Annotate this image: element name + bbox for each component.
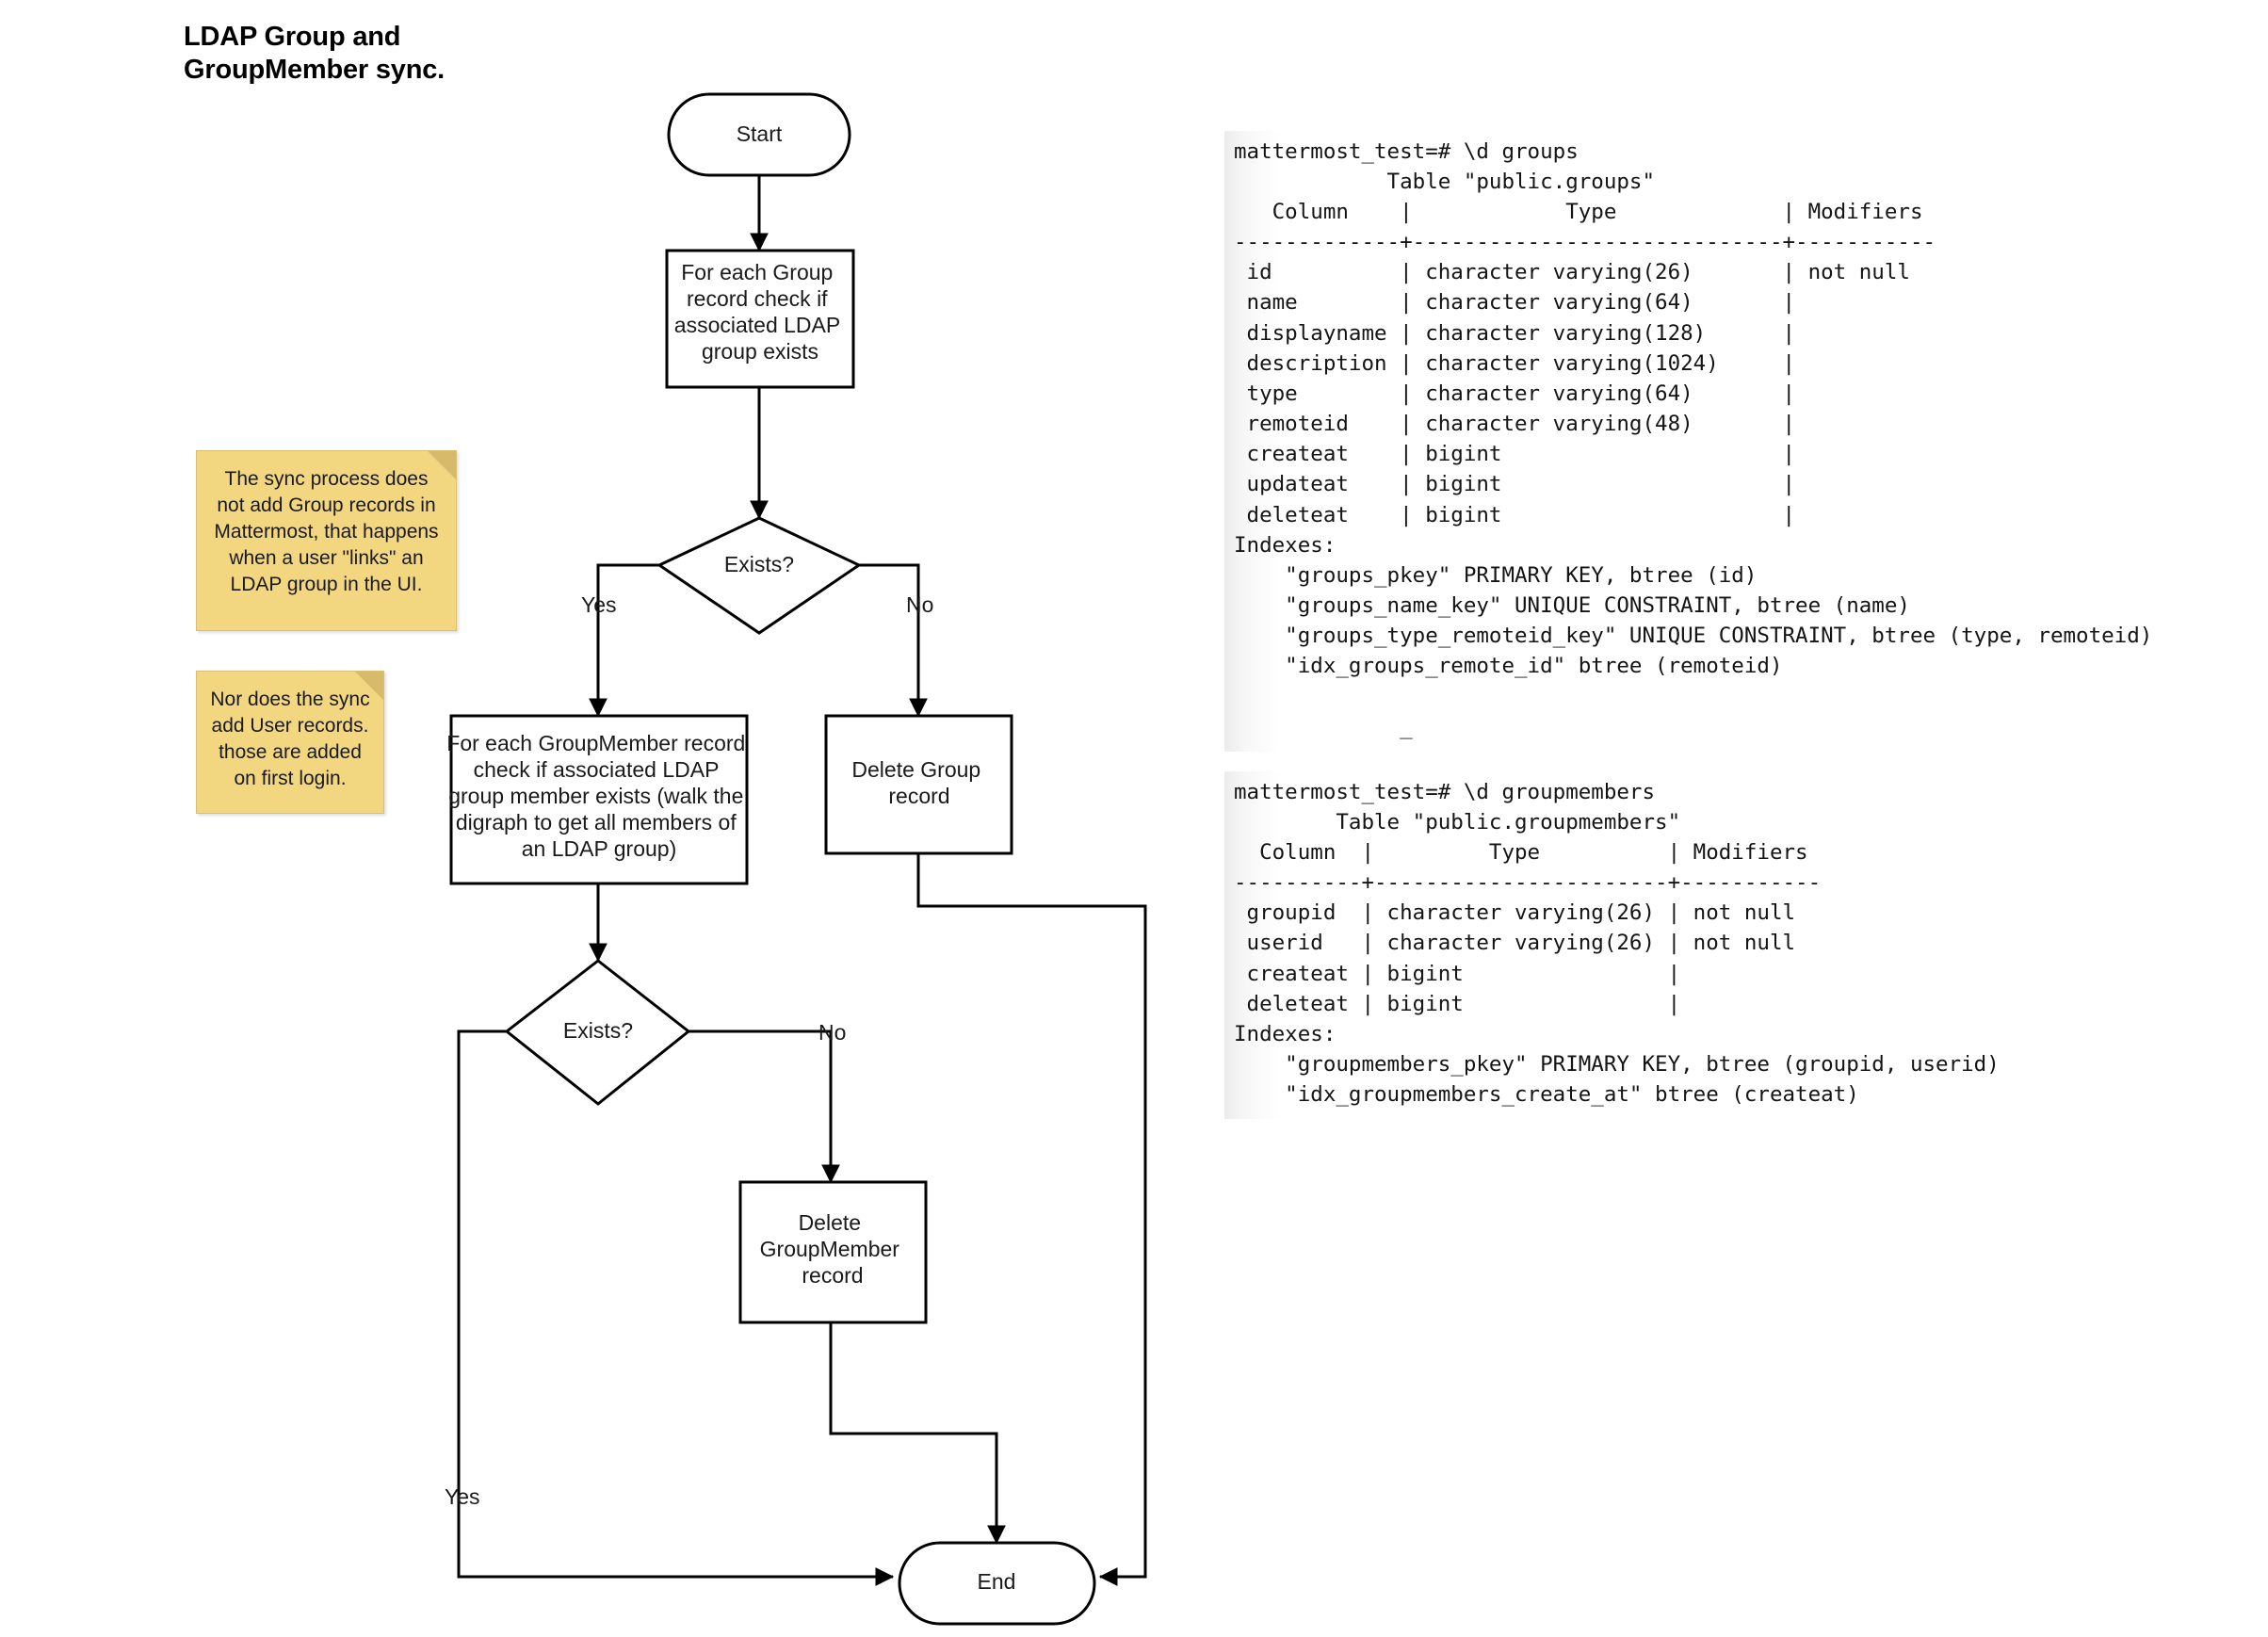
edge-label-group-yes: Yes (581, 592, 617, 617)
node-check-group-record-label: For each Group record check if associate… (674, 260, 846, 364)
edge-delete-group-to-end (916, 853, 1147, 1586)
node-start[interactable] (667, 92, 851, 177)
edge-decision-member-no (688, 1029, 840, 1184)
flowchart-diagram: Start For each Group record check if ass… (445, 92, 1147, 1626)
node-decision-group-exists-label: Exists? (724, 552, 794, 576)
edge-label-member-yes: Yes (445, 1484, 480, 1509)
edge-label-group-no: No (906, 592, 933, 617)
node-end-label: End (978, 1569, 1016, 1594)
page-title-line-2: GroupMember sync. (184, 55, 445, 86)
node-end[interactable] (898, 1541, 1096, 1626)
sticky-note-user-sync: Nor does the sync add User records. thos… (196, 671, 384, 814)
node-delete-groupmember-record[interactable] (738, 1180, 928, 1324)
sticky-note-user-sync-text: Nor does the sync add User records. thos… (210, 689, 370, 789)
node-delete-group-record[interactable] (824, 714, 1013, 855)
node-delete-group-record-label: Delete Group record (851, 757, 986, 808)
edge-delete-groupmember-to-end (829, 1322, 1006, 1545)
page-title-line-1: LDAP Group and (184, 22, 401, 52)
page-title: LDAP Group and GroupMember sync. (184, 21, 494, 88)
node-start-label: Start (737, 122, 783, 146)
psql-output-groups-table: mattermost_test=# \d groups Table "publi… (1224, 130, 2163, 752)
node-check-group-record[interactable] (665, 249, 855, 389)
node-decision-member-exists-label: Exists? (563, 1018, 633, 1043)
edge-decision-member-yes (457, 1029, 895, 1586)
sticky-note-group-sync: The sync process does not add Group reco… (196, 450, 457, 631)
node-check-groupmember-record[interactable] (449, 714, 749, 885)
node-decision-group-exists[interactable] (656, 516, 863, 635)
note-fold-corner-icon (428, 451, 456, 479)
sticky-note-group-sync-text: The sync process does not add Group reco… (214, 468, 439, 595)
edge-decision-group-yes (589, 563, 659, 718)
node-delete-groupmember-record-label: Delete GroupMember record (760, 1210, 906, 1288)
edge-label-member-no: No (818, 1020, 846, 1045)
node-check-groupmember-record-label: For each GroupMember record check if ass… (446, 731, 751, 861)
node-decision-member-exists[interactable] (504, 959, 691, 1106)
psql-output-groupmembers-table: mattermost_test=# \d groupmembers Table … (1224, 770, 2009, 1120)
edge-decision-group-no (859, 563, 928, 718)
